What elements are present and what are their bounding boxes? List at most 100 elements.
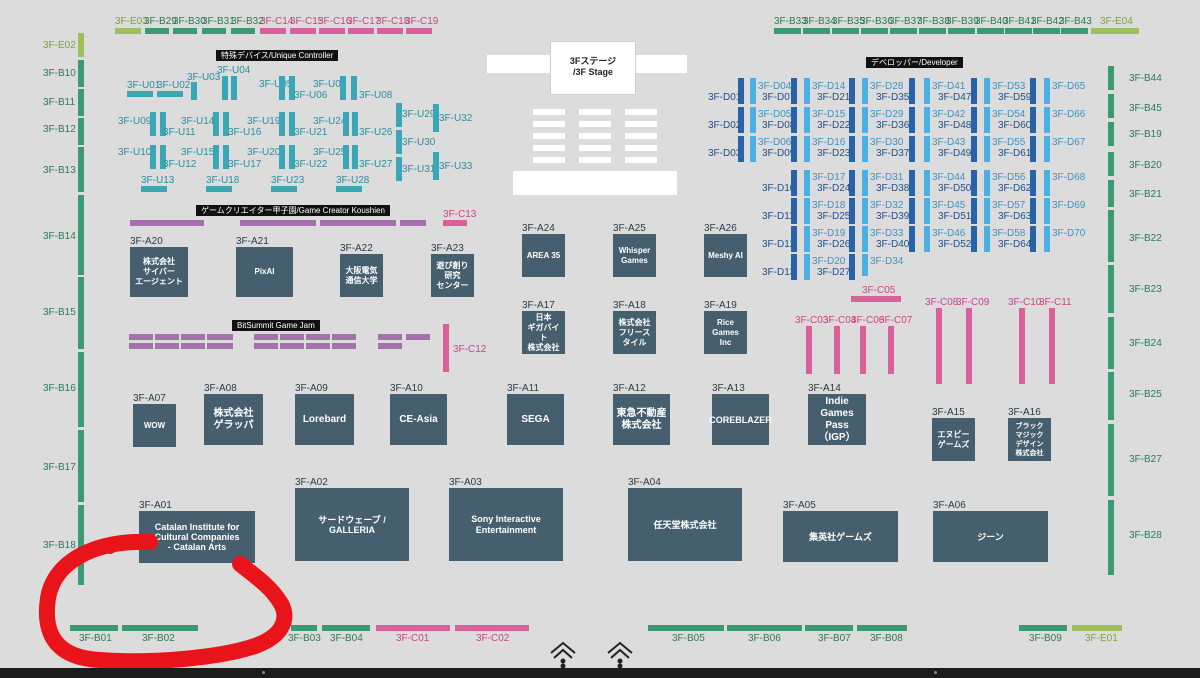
booth-b39-bar[interactable] (948, 28, 975, 34)
booth-a15[interactable]: エヌビー ゲームズ (932, 418, 975, 461)
booth-b05-bar[interactable] (648, 625, 724, 631)
booth-a10[interactable]: CE-Asia (390, 394, 447, 445)
booth-b23-bar[interactable] (1108, 265, 1114, 313)
booth-u09[interactable] (150, 112, 156, 136)
booth-u17[interactable] (223, 145, 229, 169)
booth-d38[interactable] (909, 170, 915, 196)
booth-d29[interactable] (862, 107, 868, 133)
koushien-table[interactable] (320, 220, 396, 226)
booth-b42-bar[interactable] (1033, 28, 1060, 34)
booth-u01[interactable] (127, 91, 153, 97)
booth-d59[interactable] (1030, 78, 1036, 104)
booth-b20-bar[interactable] (1108, 152, 1114, 176)
booth-u32[interactable] (433, 104, 439, 132)
booth-d52[interactable] (971, 226, 977, 252)
booth-a21[interactable]: PixAI (236, 247, 293, 297)
booth-u25[interactable] (343, 145, 349, 169)
booth-u02[interactable] (157, 91, 183, 97)
booth-c03[interactable] (806, 326, 812, 374)
booth-c05[interactable] (851, 296, 901, 302)
booth-u26[interactable] (352, 112, 358, 136)
booth-d44[interactable] (924, 170, 930, 196)
booth-a07[interactable]: WOW (133, 404, 176, 447)
gamejam-table[interactable] (155, 334, 179, 340)
booth-a12[interactable]: 東急不動産 株式会社 (613, 394, 670, 445)
booth-c10[interactable] (1019, 308, 1025, 384)
booth-b22-bar[interactable] (1108, 210, 1114, 262)
booth-u04a[interactable] (222, 76, 228, 100)
booth-e02-bar[interactable] (78, 33, 84, 57)
booth-u16[interactable] (223, 112, 229, 136)
booth-d19[interactable] (804, 226, 810, 252)
booth-a19[interactable]: Rice Games Inc (704, 311, 747, 354)
gamejam-table[interactable] (332, 334, 356, 340)
booth-u06[interactable] (289, 76, 295, 100)
booth-u03[interactable] (191, 82, 197, 100)
booth-d65[interactable] (1044, 78, 1050, 104)
booth-d36[interactable] (909, 107, 915, 133)
booth-u15[interactable] (213, 145, 219, 169)
gamejam-table[interactable] (155, 343, 179, 349)
booth-c15-bar[interactable] (290, 28, 316, 34)
booth-e04-bar[interactable] (1091, 28, 1139, 34)
booth-d16[interactable] (804, 136, 810, 162)
booth-a13[interactable]: COREBLAZER (709, 394, 772, 445)
booth-d47[interactable] (971, 78, 977, 104)
gamejam-table[interactable] (254, 334, 278, 340)
booth-d14[interactable] (804, 78, 810, 104)
booth-u21[interactable] (289, 112, 295, 136)
booth-d69[interactable] (1044, 198, 1050, 224)
booth-a16[interactable]: ブラック マジック デザイン 株式会社 (1008, 418, 1051, 461)
booth-d63[interactable] (1030, 198, 1036, 224)
booth-c18-bar[interactable] (377, 28, 403, 34)
booth-d03[interactable] (738, 136, 744, 162)
booth-c02-bar[interactable] (455, 625, 529, 631)
booth-b18-bar[interactable] (78, 505, 84, 585)
booth-d11[interactable] (791, 198, 797, 224)
stage-main[interactable]: 3Fステージ /3F Stage (551, 42, 635, 94)
booth-d02[interactable] (738, 107, 744, 133)
booth-c12[interactable] (443, 324, 449, 372)
booth-d30[interactable] (862, 136, 868, 162)
booth-a03[interactable]: Sony Interactive Entertainment (449, 488, 563, 561)
booth-u28[interactable] (336, 186, 362, 192)
booth-d60[interactable] (1030, 107, 1036, 133)
booth-d39[interactable] (909, 198, 915, 224)
booth-d20[interactable] (804, 254, 810, 280)
gamejam-table[interactable] (129, 334, 153, 340)
booth-c04[interactable] (834, 326, 840, 374)
booth-u13[interactable] (141, 186, 167, 192)
booth-b17-bar[interactable] (78, 430, 84, 502)
booth-d42[interactable] (924, 107, 930, 133)
booth-b21-bar[interactable] (1108, 180, 1114, 207)
booth-b36-bar[interactable] (861, 28, 888, 34)
booth-u07[interactable] (340, 76, 346, 100)
gamejam-table[interactable] (181, 334, 205, 340)
booth-b02-bar[interactable] (122, 625, 198, 631)
booth-d70[interactable] (1044, 226, 1050, 252)
booth-u31[interactable] (396, 157, 402, 181)
booth-b28-bar[interactable] (1108, 500, 1114, 575)
booth-d62[interactable] (1030, 170, 1036, 196)
booth-b11-bar[interactable] (78, 89, 84, 116)
gamejam-table[interactable] (129, 343, 153, 349)
booth-b35-bar[interactable] (832, 28, 859, 34)
gamejam-table[interactable] (378, 334, 402, 340)
booth-a06[interactable]: ジーン (933, 511, 1048, 562)
booth-u19[interactable] (279, 112, 285, 136)
booth-b24-bar[interactable] (1108, 317, 1114, 369)
booth-b08-bar[interactable] (857, 625, 907, 631)
booth-d24[interactable] (849, 170, 855, 196)
booth-d46[interactable] (924, 226, 930, 252)
gamejam-table[interactable] (207, 343, 233, 349)
koushien-table[interactable] (240, 220, 316, 226)
booth-a01[interactable]: Catalan Institute for Cultural Companies… (139, 511, 255, 563)
booth-a08[interactable]: 株式会社 ゲラッパ (204, 394, 263, 445)
booth-d45[interactable] (924, 198, 930, 224)
gamejam-table[interactable] (280, 334, 304, 340)
booth-d32[interactable] (862, 198, 868, 224)
booth-u14[interactable] (213, 112, 219, 136)
koushien-table[interactable] (130, 220, 204, 226)
booth-u10[interactable] (150, 145, 156, 169)
booth-d34[interactable] (862, 254, 868, 276)
